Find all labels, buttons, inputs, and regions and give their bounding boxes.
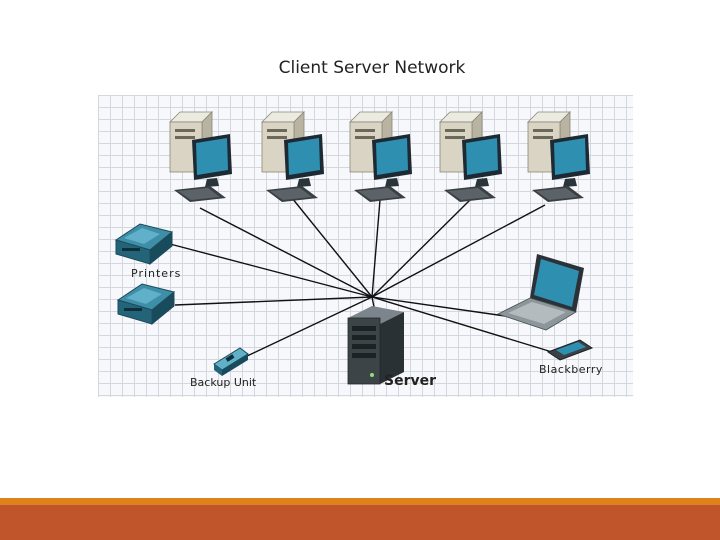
- blackberry-label: Blackberry: [539, 363, 603, 376]
- laptop-icon: [496, 254, 584, 331]
- printer-icon: [117, 283, 175, 325]
- printer-icon: [115, 223, 173, 265]
- workstation-icon: [527, 111, 591, 203]
- smartphone-icon: [546, 339, 594, 361]
- footer-band: [0, 505, 720, 540]
- workstation-icon: [169, 111, 233, 203]
- backup-unit-label: Backup Unit: [190, 376, 257, 389]
- backup-unit-icon: [213, 347, 249, 376]
- footer-accent-band: [0, 498, 720, 505]
- workstation-icon: [349, 111, 413, 203]
- server-label: Server: [384, 373, 437, 389]
- workstation-icon: [439, 111, 503, 203]
- printers-label: Printers: [131, 267, 182, 280]
- diagram-title: Client Server Network: [278, 58, 466, 78]
- server-icon: [347, 306, 404, 385]
- workstation-icon: [261, 111, 325, 203]
- connection-lines: [169, 197, 553, 358]
